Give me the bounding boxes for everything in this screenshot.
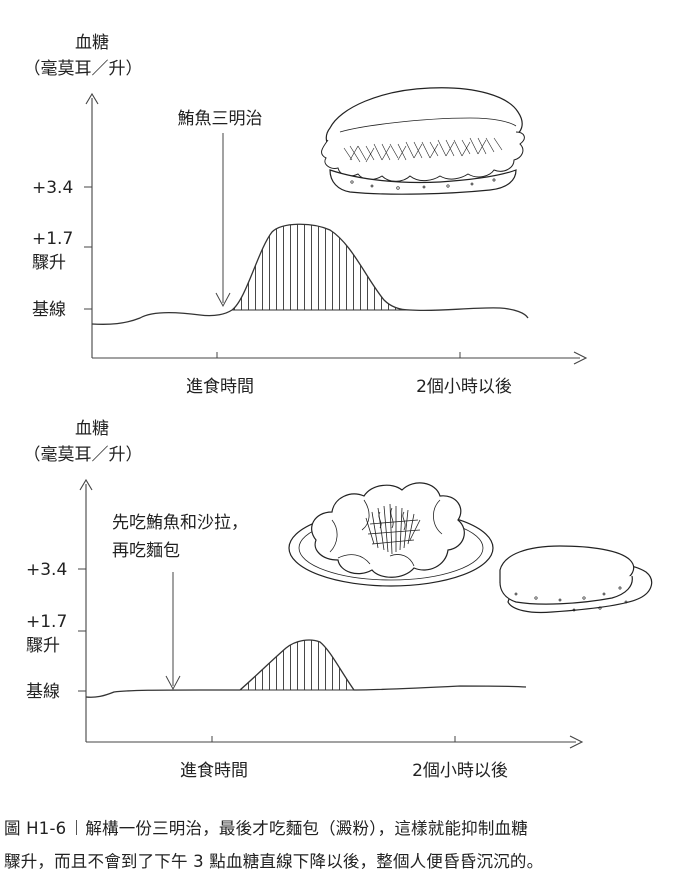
x-axis-arrow xyxy=(573,351,588,365)
annotation-arrowhead xyxy=(215,292,231,308)
annotation-text: 鮪魚三明治 xyxy=(178,109,263,129)
y-axis-arrow xyxy=(79,478,93,491)
caption-line1: 解構一份三明治，最後才吃麵包（澱粉），這樣就能抑制血糖 xyxy=(85,819,528,838)
chart-top: 血糖 （毫莫耳／升） +3.4 +1.7 驟升 基線 進食時間 2個小時以後 鮪… xyxy=(24,33,588,397)
chart-bottom: 血糖 （毫莫耳／升） +3.4 +1.7 驟升 基線 進食時間 2個小時以後 先… xyxy=(24,419,653,781)
glucose-curve xyxy=(85,639,527,698)
annotation-text: 再吃麵包 xyxy=(112,541,180,561)
annotation-arrowhead xyxy=(165,675,181,691)
bread-slices-illustration xyxy=(499,545,653,614)
y-label: +1.7 xyxy=(26,612,67,632)
y-label: 驟升 xyxy=(32,253,66,273)
sandwich-illustration xyxy=(321,87,525,195)
spike-fill xyxy=(240,640,354,690)
salad-plate-illustration xyxy=(288,482,494,587)
y-unit-line1: 血糖 xyxy=(75,419,109,439)
x-label: 2個小時以後 xyxy=(416,377,512,397)
x-label: 進食時間 xyxy=(180,761,248,781)
figure-label: 圖 H1-6 xyxy=(4,819,67,838)
caption-line2: 驟升，而且不會到了下午 3 點血糖直線下降以後，整個人便昏昏沉沉的。 xyxy=(4,852,544,871)
caption-separator xyxy=(76,820,78,835)
x-label: 進食時間 xyxy=(186,377,254,397)
y-label: +3.4 xyxy=(26,560,67,580)
annotation-text: 先吃鮪魚和沙拉， xyxy=(112,513,248,533)
y-label: +1.7 xyxy=(32,229,73,249)
glucose-curve xyxy=(91,223,529,325)
x-axis-arrow xyxy=(569,735,584,749)
y-unit-line1: 血糖 xyxy=(75,33,109,53)
figure-caption: 圖 H1-6 解構一份三明治，最後才吃麵包（澱粉），這樣就能抑制血糖 驟升，而且不… xyxy=(4,812,676,878)
y-unit-line2: （毫莫耳／升） xyxy=(24,445,143,465)
y-unit-line2: （毫莫耳／升） xyxy=(24,59,143,79)
y-label: 基線 xyxy=(26,682,60,702)
y-label: 驟升 xyxy=(26,636,60,656)
y-axis-arrow xyxy=(85,92,99,105)
spike-fill xyxy=(232,224,410,310)
x-label: 2個小時以後 xyxy=(412,761,508,781)
y-label: 基線 xyxy=(32,300,66,320)
y-label: +3.4 xyxy=(32,178,73,198)
